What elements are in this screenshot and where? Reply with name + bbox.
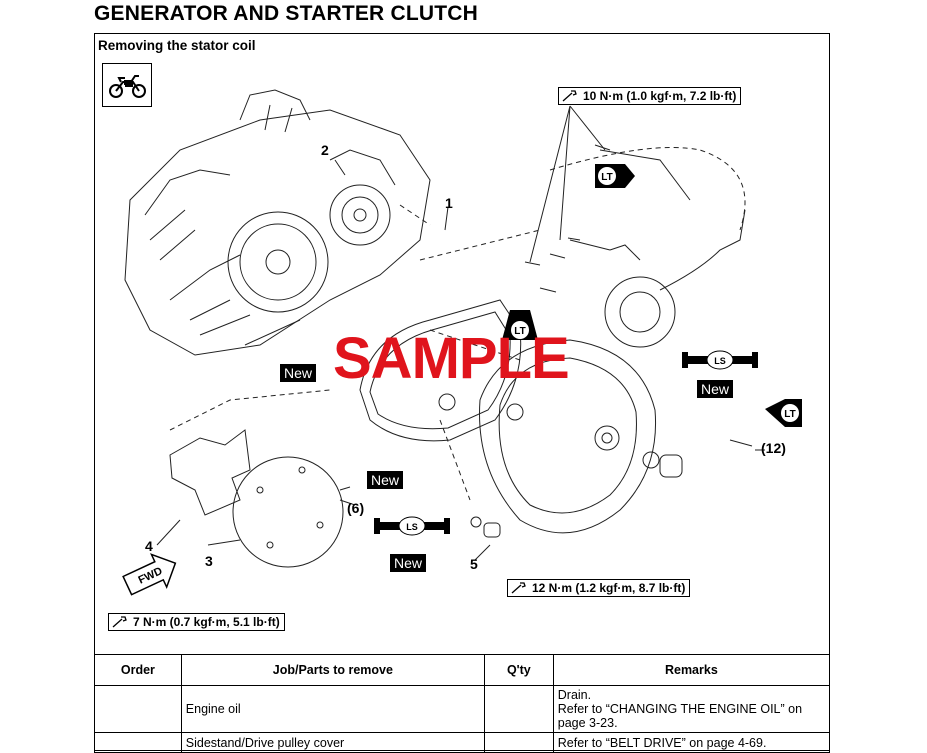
table-row: Engine oil Drain. Refer to “CHANGING THE… <box>94 685 831 733</box>
svg-text:LT: LT <box>601 172 612 183</box>
remark-line: Drain. <box>557 688 592 702</box>
lt-marker-right: LT <box>765 399 802 427</box>
table-header-row: Order Job/Parts to remove Q'ty Remarks <box>94 654 831 686</box>
table-row: Sidestand/Drive pulley cover Refer to “B… <box>94 732 831 753</box>
lt-marker-upper: LT <box>595 164 635 188</box>
remark-line: Refer to “BELT DRIVE” on page 4-69. <box>557 735 767 750</box>
header-job: Job/Parts to remove <box>180 654 485 686</box>
wrench-icon <box>511 582 526 594</box>
crankcase-cover <box>479 339 657 534</box>
cell-job: Engine oil <box>180 685 485 733</box>
section-title: Removing the stator coil <box>98 38 256 53</box>
callout-6: (6) <box>347 500 365 516</box>
wrench-icon <box>562 90 577 102</box>
ls-marker-upper: LS <box>682 350 758 370</box>
page-title: GENERATOR AND STARTER CLUTCH <box>94 2 478 25</box>
drive-pulley-cover <box>232 456 344 568</box>
bolts <box>339 144 753 491</box>
header-remarks: Remarks <box>552 654 831 686</box>
sample-watermark: SAMPLE <box>333 326 570 391</box>
callout-4: 4 <box>145 538 153 554</box>
new-part-tag: New <box>697 380 734 398</box>
callout-3: 3 <box>205 553 213 569</box>
stator-coil <box>604 276 676 348</box>
ls-marker-lower: LS <box>374 516 450 536</box>
svg-text:LS: LS <box>406 522 418 532</box>
cell-order <box>94 685 182 733</box>
fwd-arrow-icon: FWD <box>122 553 177 596</box>
cell-remarks: Drain. Refer to “CHANGING THE ENGINE OIL… <box>552 685 831 733</box>
svg-text:LS: LS <box>714 356 726 366</box>
callout-1: 1 <box>445 195 453 211</box>
remark-line: Refer to “CHANGING THE ENGINE OIL” on <box>557 702 803 716</box>
torque-spec-10nm: 10 N·m (1.0 kgf·m, 7.2 lb·ft) <box>558 87 742 105</box>
torque-spec-7nm: 7 N·m (0.7 kgf·m, 5.1 lb·ft) <box>108 613 285 631</box>
cell-order <box>94 732 182 753</box>
parts-removal-table: Order Job/Parts to remove Q'ty Remarks E… <box>94 654 831 753</box>
starter-gear <box>329 184 391 246</box>
cell-job: Sidestand/Drive pulley cover <box>180 732 485 753</box>
drive-pulley-plate <box>169 429 251 516</box>
callout-2: 2 <box>321 142 329 158</box>
new-part-tag: New <box>280 364 317 382</box>
remark-line: page 3-23. <box>557 716 618 730</box>
header-order: Order <box>94 654 182 686</box>
svg-text:LT: LT <box>514 326 525 337</box>
o-ring-cap <box>642 451 660 469</box>
cell-remarks: Refer to “BELT DRIVE” on page 4-69. <box>552 732 831 753</box>
torque-spec-12nm: 12 N·m (1.2 kgf·m, 8.7 lb·ft) <box>507 579 691 597</box>
wrench-icon <box>112 616 127 628</box>
o-ring <box>438 393 456 411</box>
drain-plug <box>483 522 501 538</box>
torque-spec-text: 10 N·m (1.0 kgf·m, 7.2 lb·ft) <box>583 89 737 103</box>
gasket <box>359 299 522 442</box>
new-part-tag: New <box>390 554 427 572</box>
lt-marker-lower: LT <box>502 310 538 340</box>
crank-housing <box>227 211 329 313</box>
svg-text:LT: LT <box>784 409 795 420</box>
o-ring-small <box>470 516 482 528</box>
torque-spec-text: 12 N·m (1.2 kgf·m, 8.7 lb·ft) <box>532 581 686 595</box>
new-part-tag: New <box>367 471 404 489</box>
engine-block-outline <box>124 109 431 356</box>
header-qty: Q'ty <box>483 654 554 686</box>
callout-12: (12) <box>761 440 786 456</box>
cell-qty <box>483 685 554 733</box>
oil-check-plug <box>659 454 683 478</box>
cell-qty <box>483 732 554 753</box>
leader-dashed-lines <box>169 147 746 501</box>
callout-5: 5 <box>470 556 478 572</box>
exploded-view-diagram: LT LT LT LS LS FWD <box>122 89 802 596</box>
motorcycle-icon <box>102 63 152 107</box>
torque-spec-text: 7 N·m (0.7 kgf·m, 5.1 lb·ft) <box>133 615 280 629</box>
